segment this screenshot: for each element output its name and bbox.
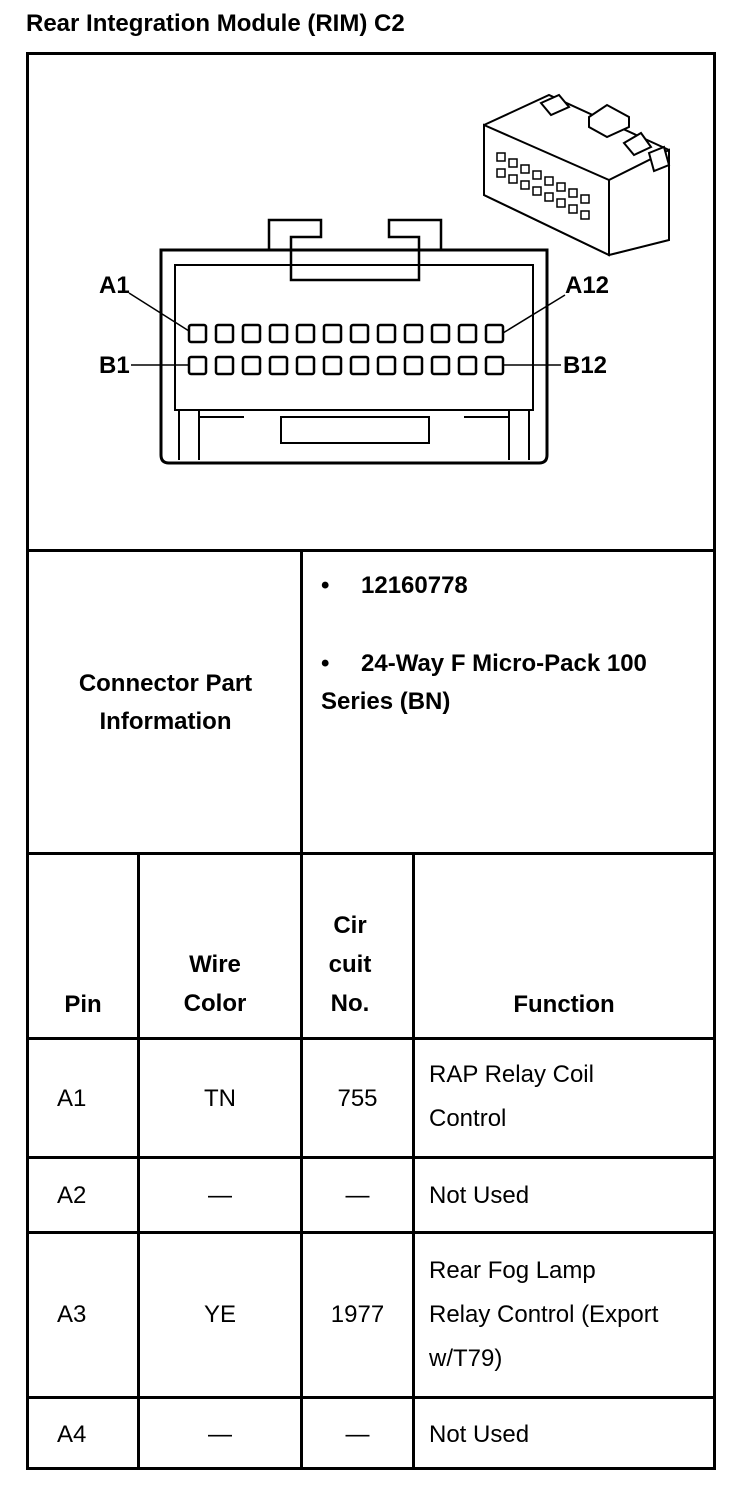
pin-label-b12: B12 [563, 352, 607, 379]
connector-sheet: A1 A12 B1 B12 Connector Part Information… [26, 52, 716, 1470]
connector-3d-thumbnail [483, 93, 671, 257]
connector-info-label: Connector Part Information [78, 670, 253, 735]
divider [29, 549, 713, 552]
cell-circuit: — [345, 1182, 370, 1209]
pin-label-b1: B1 [99, 352, 130, 379]
connector-front-view [128, 218, 566, 465]
column-divider [300, 852, 303, 1467]
cell-wire-color: YE [203, 1301, 236, 1328]
cell-pin: A2 [57, 1182, 87, 1209]
column-divider [137, 852, 140, 1467]
divider [29, 1396, 713, 1399]
pin-label-a1: A1 [99, 272, 130, 299]
connector-drawing: A1 A12 B1 B12 [99, 93, 671, 465]
divider [300, 549, 303, 852]
connector-diagram: A1 A12 B1 B12 [29, 55, 713, 549]
cell-circuit: 1977 [330, 1301, 385, 1328]
cell-function: Not Used [429, 1182, 530, 1209]
connector-info-item: •12160778 [321, 572, 468, 599]
cell-circuit: 755 [337, 1085, 378, 1112]
divider [29, 852, 713, 855]
header-function: Function [513, 991, 615, 1018]
cell-wire-color: TN [204, 1085, 236, 1112]
divider [29, 1156, 713, 1159]
cell-wire-color: — [208, 1421, 232, 1448]
cell-pin: A4 [57, 1421, 87, 1448]
connector-info-item: •24-Way F Micro-Pack 100 Series (BN) [321, 650, 647, 715]
column-divider [412, 852, 415, 1467]
page-title: Rear Integration Module (RIM) C2 [26, 10, 405, 37]
divider [29, 1037, 713, 1040]
cell-function: RAP Relay Coil Control [429, 1061, 594, 1132]
cell-wire-color: — [208, 1182, 232, 1209]
cell-function: Rear Fog Lamp Relay Control (Export w/T7… [429, 1257, 659, 1372]
connector-info-list: •12160778 •24-Way F Micro-Pack 100 Serie… [321, 567, 711, 721]
divider [29, 1231, 713, 1234]
header-wire-color: Wire Color [183, 951, 247, 1017]
cell-circuit: — [345, 1421, 370, 1448]
pin-label-a12: A12 [565, 272, 609, 299]
cell-function: Not Used [429, 1421, 530, 1448]
cell-pin: A3 [57, 1301, 87, 1328]
header-circuit-no: Cir cuit No. [328, 912, 372, 1017]
header-pin: Pin [64, 991, 102, 1018]
cell-pin: A1 [57, 1085, 87, 1112]
